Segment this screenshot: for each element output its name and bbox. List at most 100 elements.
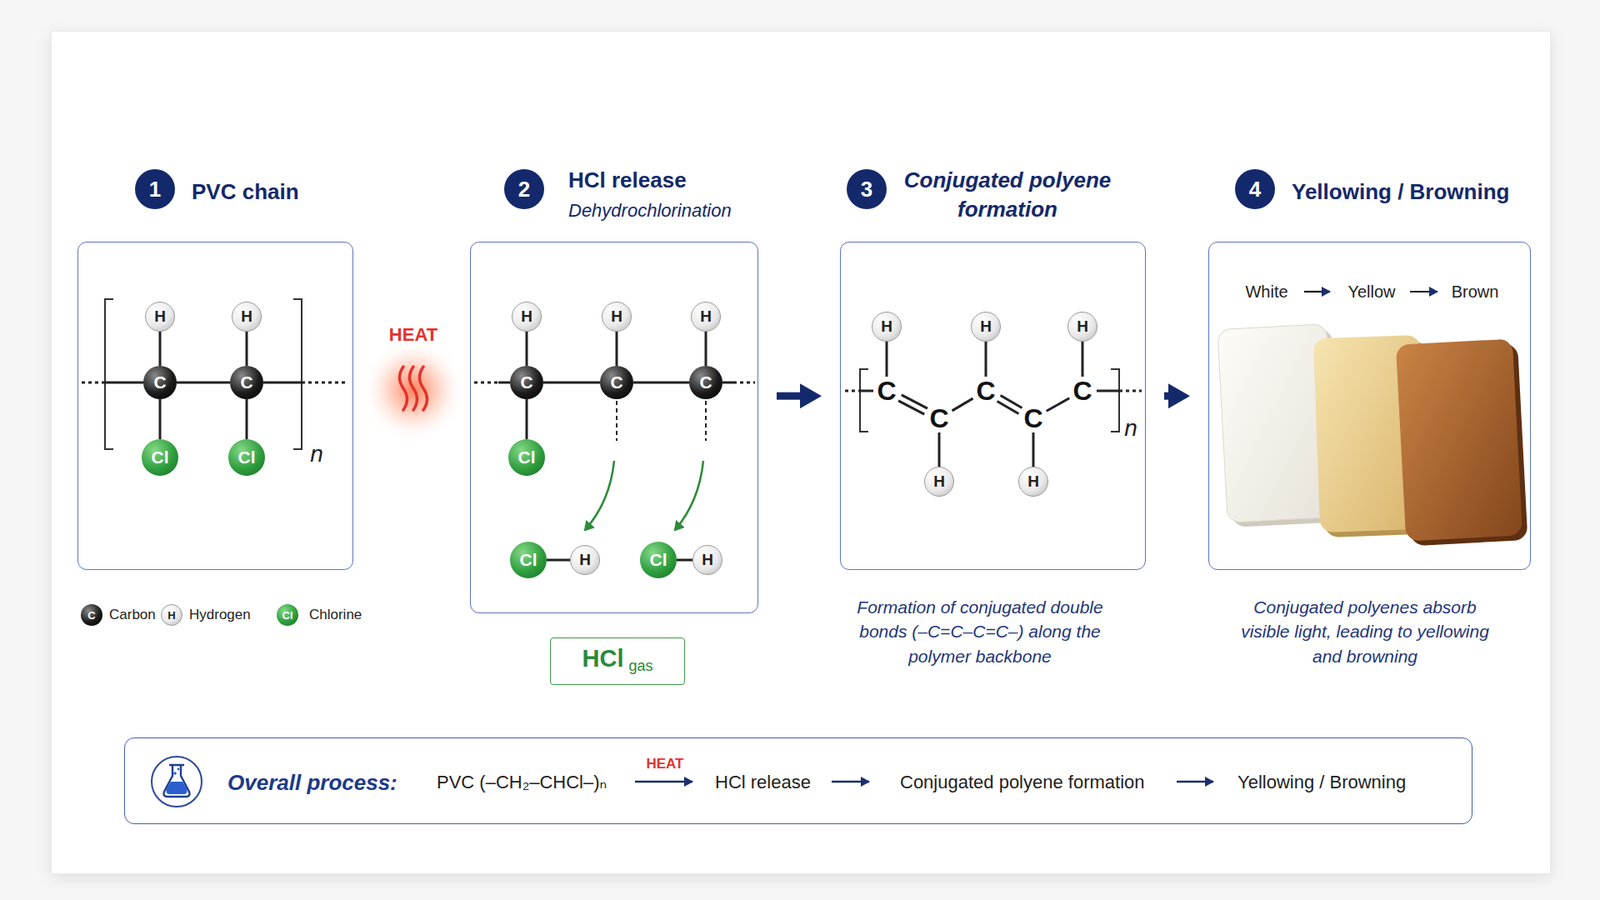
bond-line bbox=[985, 341, 988, 377]
bond-line bbox=[159, 331, 162, 366]
atom-symbol: H bbox=[690, 301, 721, 332]
atom-symbol: H bbox=[692, 545, 723, 575]
atom-symbol: H bbox=[601, 301, 632, 332]
bond-line bbox=[633, 381, 690, 385]
atom-symbol: Cl bbox=[510, 541, 547, 579]
bond-line bbox=[543, 381, 600, 385]
atom-symbol: C bbox=[80, 604, 103, 626]
node-title: Conjugated polyene formation bbox=[882, 165, 1133, 225]
flask-icon bbox=[151, 756, 202, 807]
atom-symbol: Cl bbox=[141, 439, 179, 476]
atom-symbol: Cl bbox=[640, 541, 677, 579]
colour-label: Yellow bbox=[1347, 282, 1395, 302]
atom-symbol: H bbox=[145, 301, 175, 332]
sequence-arrow bbox=[1304, 290, 1438, 293]
node-text: PVC (–CH₂–CHCl–)ₙ bbox=[436, 771, 607, 794]
step-box: PVC chain bbox=[77, 241, 354, 570]
callout-number: 2 bbox=[504, 169, 545, 210]
carbon-label: C bbox=[975, 375, 995, 407]
bond-line bbox=[705, 331, 708, 366]
bond-line bbox=[525, 331, 529, 366]
step-box: Yellowing / Browning bbox=[1208, 241, 1531, 570]
bond-line bbox=[860, 390, 874, 393]
bond-line bbox=[938, 432, 941, 467]
carbon-label: C bbox=[876, 375, 896, 407]
node-title: HCl release bbox=[568, 167, 687, 194]
node-title: HCl bbox=[582, 645, 625, 673]
bond-line bbox=[1119, 390, 1142, 393]
bond-line bbox=[159, 399, 162, 440]
step-box: HCl releaseDehydrochlorination bbox=[470, 241, 759, 614]
bond-line bbox=[81, 381, 105, 385]
step-box: Conjugated polyene formation bbox=[840, 241, 1146, 570]
atom-symbol: H bbox=[1018, 466, 1049, 497]
heat-icon bbox=[361, 338, 465, 442]
atom-symbol: C bbox=[600, 365, 634, 400]
bond-line bbox=[245, 331, 249, 366]
bond-line bbox=[898, 400, 925, 415]
atom-symbol: H bbox=[160, 604, 183, 626]
atom-symbol: H bbox=[1067, 311, 1098, 342]
process-bar: Overall process: PVC (–CH₂–CHCl–)ₙ HEAT HCl… bbox=[124, 737, 1473, 825]
elimination-arrow bbox=[585, 460, 704, 530]
node-text: Dehydrochlorination bbox=[568, 200, 732, 222]
node-text: Yellowing / Browning bbox=[1237, 771, 1406, 794]
atom-symbol: H bbox=[570, 545, 600, 575]
bond-line bbox=[1081, 341, 1085, 377]
flow-arrow bbox=[1164, 392, 1169, 400]
node-text: gas bbox=[628, 657, 653, 675]
bond-line bbox=[705, 400, 707, 441]
bond-line bbox=[722, 381, 734, 385]
bond-line bbox=[615, 331, 619, 366]
gas-box: HClgas bbox=[550, 637, 685, 685]
repeat-subscript: n bbox=[1124, 415, 1138, 442]
node-text: HCl release bbox=[715, 771, 811, 794]
bond-line bbox=[301, 381, 347, 385]
flow-arrow bbox=[776, 392, 800, 400]
node-text: HEAT bbox=[645, 755, 684, 773]
atom-symbol: H bbox=[970, 311, 1001, 342]
bond-line bbox=[1046, 398, 1070, 411]
node-title: Yellowing / Browning bbox=[1291, 179, 1510, 205]
callout-number: 3 bbox=[846, 169, 887, 210]
bond-line bbox=[1096, 390, 1120, 393]
bond-line bbox=[885, 341, 889, 377]
bond-line bbox=[901, 395, 928, 409]
node-title: Overall process: bbox=[227, 770, 398, 796]
colour-label: White bbox=[1245, 282, 1288, 302]
node-title: PVC chain bbox=[191, 179, 300, 205]
atom-symbol: H bbox=[231, 301, 262, 332]
bond-line bbox=[105, 381, 144, 385]
atom-symbol: C bbox=[689, 365, 723, 400]
bond-line bbox=[546, 559, 570, 562]
bond-line bbox=[845, 390, 860, 393]
atom-symbol: C bbox=[143, 365, 177, 400]
legend-text: Hydrogen bbox=[189, 606, 251, 624]
atom-symbol: H bbox=[511, 301, 542, 332]
colour-tiles bbox=[1217, 323, 1528, 546]
bond-line bbox=[733, 381, 755, 385]
bond-line bbox=[525, 399, 529, 440]
chemical-bonds bbox=[81, 331, 1142, 560]
bond-line bbox=[615, 400, 618, 441]
caption-text: Conjugated polyenes absorb visible light… bbox=[1235, 595, 1495, 669]
atom-symbol: Cl bbox=[228, 439, 265, 476]
bond-line bbox=[263, 381, 302, 385]
carbon-label: C bbox=[1023, 403, 1043, 435]
bond-line bbox=[498, 381, 510, 385]
atom-symbol: C bbox=[510, 365, 544, 400]
atom-symbol: H bbox=[871, 311, 902, 342]
callout-number: 4 bbox=[1235, 169, 1275, 210]
atom-symbol: H bbox=[924, 466, 955, 497]
heat-label: HEAT bbox=[389, 324, 438, 346]
bond-line bbox=[676, 559, 693, 562]
atom-symbol: C bbox=[230, 365, 264, 400]
callout-number: 1 bbox=[135, 169, 175, 210]
repeat-subscript: n bbox=[310, 440, 324, 468]
bond-line bbox=[176, 381, 230, 385]
